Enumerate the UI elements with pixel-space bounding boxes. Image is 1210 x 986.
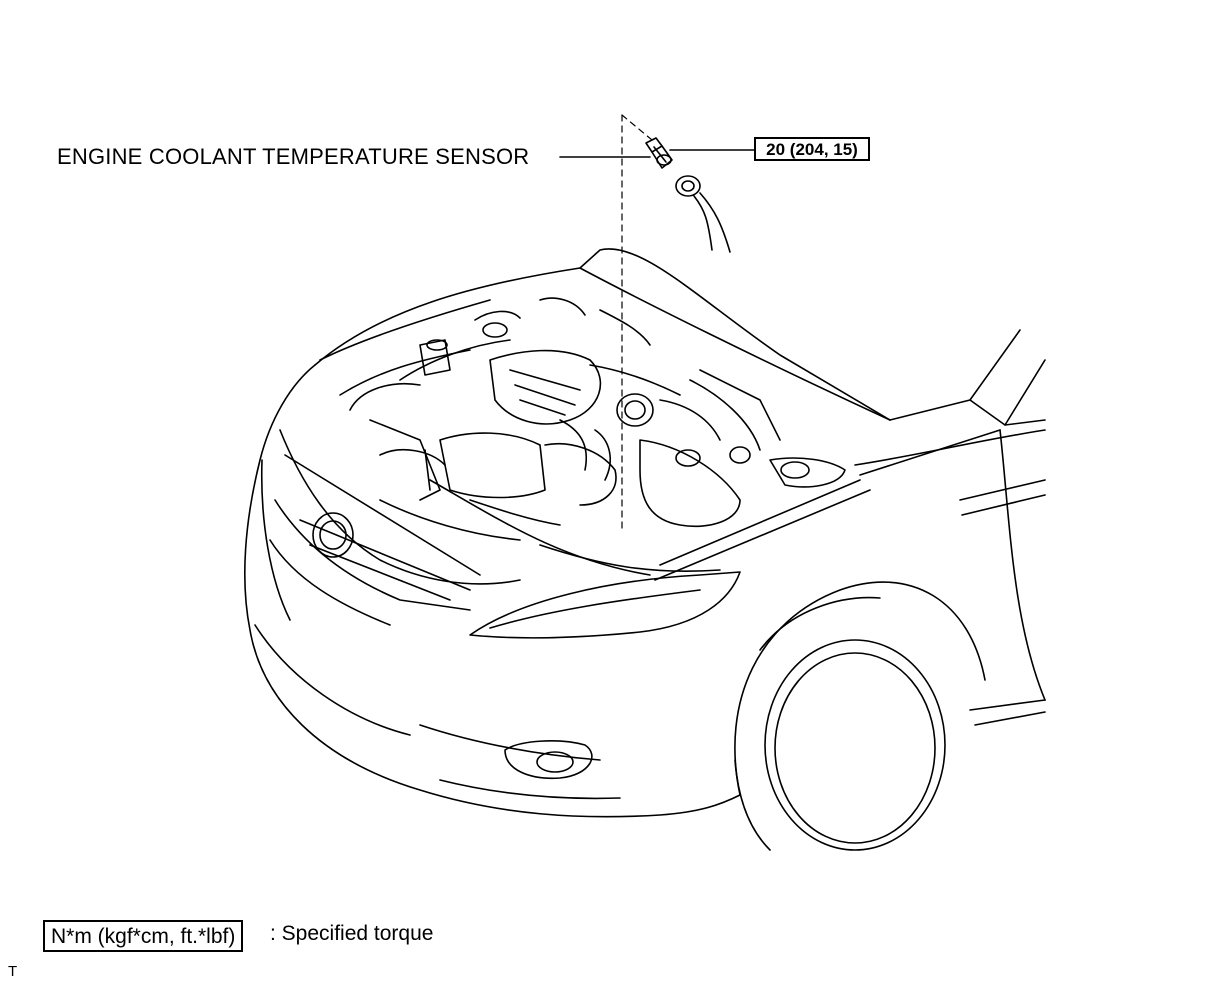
corner-mark: T <box>8 963 18 980</box>
torque-spec-box: 20 (204, 15) <box>754 137 870 161</box>
coolant-sensor-icon <box>645 137 673 169</box>
legend-unit-box: N*m (kgf*cm, ft.*lbf) <box>43 920 244 952</box>
vehicle-front-illustration-icon <box>243 248 1046 851</box>
location-dashed-diagonal <box>621 114 653 141</box>
legend-description: : Specified torque <box>270 922 434 945</box>
wire-connector-icon <box>675 175 731 253</box>
sensor-part-label: ENGINE COOLANT TEMPERATURE SENSOR <box>57 144 530 169</box>
